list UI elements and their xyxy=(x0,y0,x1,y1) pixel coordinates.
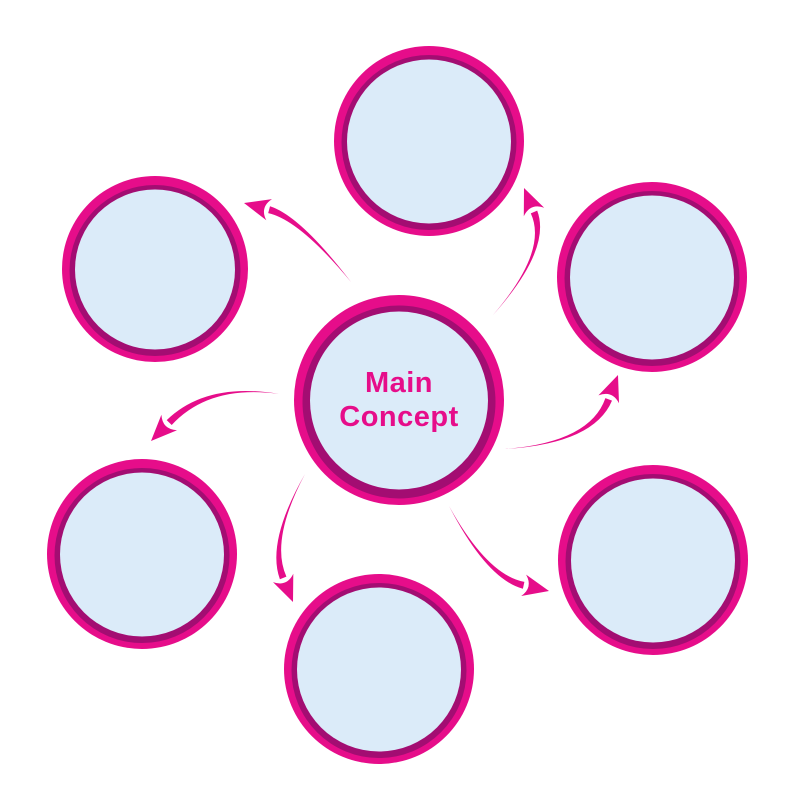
node-fill xyxy=(60,472,224,637)
arrow-center-to-bottom-left xyxy=(151,390,279,441)
arrow-head-icon xyxy=(273,573,294,602)
arrow-head-icon xyxy=(523,188,545,217)
arrow-head-icon xyxy=(244,199,272,221)
node-top-left[interactable] xyxy=(62,176,248,362)
node-fill xyxy=(347,59,511,224)
node-fill xyxy=(75,189,235,350)
node-fill xyxy=(571,478,735,643)
node-center[interactable]: Main Concept xyxy=(294,295,504,505)
arrow-shaft xyxy=(276,474,305,580)
arrow-head-icon xyxy=(521,574,549,596)
arrow-shaft xyxy=(166,390,279,425)
arrow-center-to-bottom-right xyxy=(449,506,549,596)
node-bottom-right[interactable] xyxy=(558,465,748,655)
arrow-head-icon xyxy=(598,375,619,404)
arrow-shaft xyxy=(505,398,612,449)
node-top-right[interactable] xyxy=(557,182,747,372)
arrow-center-to-top-left xyxy=(244,199,351,282)
node-fill xyxy=(570,195,734,360)
node-top[interactable] xyxy=(334,46,524,236)
arrow-shaft xyxy=(268,206,351,282)
center-node-label-line2: Concept xyxy=(339,401,459,433)
arrow-shaft xyxy=(449,506,525,589)
arrow-head-icon xyxy=(151,414,177,441)
node-fill xyxy=(297,587,461,752)
arrow-center-to-top xyxy=(493,188,545,315)
node-bottom-left[interactable] xyxy=(47,459,237,649)
arrow-shaft xyxy=(493,210,541,315)
node-fill xyxy=(310,311,488,490)
arrow-center-to-bottom xyxy=(273,474,305,602)
arrow-center-to-top-right xyxy=(505,375,619,449)
center-node-label-line1: Main xyxy=(365,367,433,399)
node-bottom[interactable] xyxy=(284,574,474,764)
